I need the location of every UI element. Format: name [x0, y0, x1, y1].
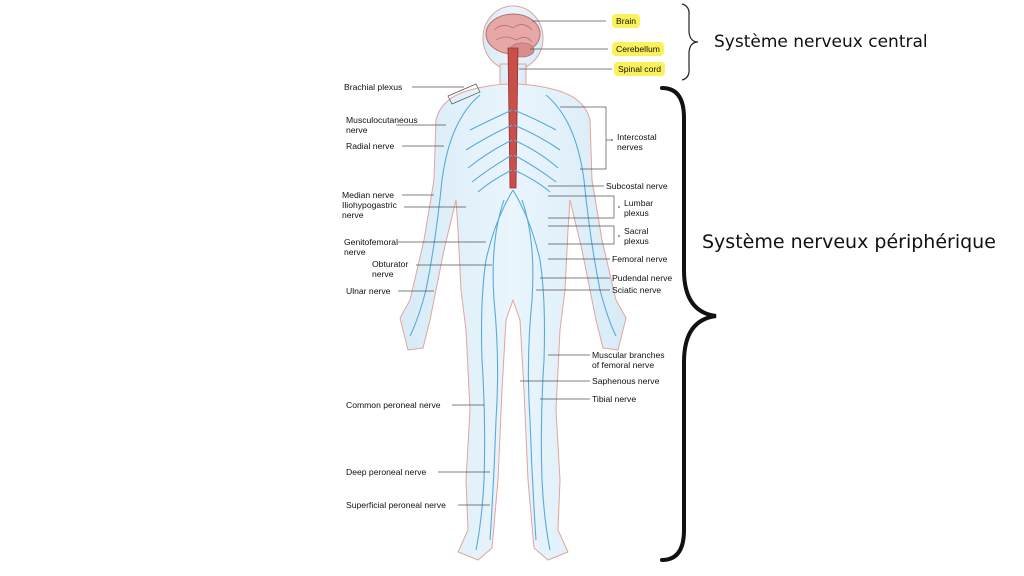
- label-superficial-peroneal: Superficial peroneal nerve: [346, 500, 446, 510]
- label-saphenous-nerve: Saphenous nerve: [592, 376, 660, 386]
- peripheral-brace: [660, 86, 717, 562]
- label-lumbar-1: Lumbar: [624, 198, 654, 208]
- label-median-nerve: Median nerve: [342, 190, 395, 200]
- label-ulnar-nerve: Ulnar nerve: [346, 286, 391, 296]
- label-deep-peroneal: Deep peroneal nerve: [346, 467, 427, 477]
- spinal-cord-shape: [507, 47, 519, 189]
- label-obturator-1: Obturator: [372, 259, 409, 269]
- label-pudendal-nerve: Pudendal nerve: [612, 273, 673, 283]
- peripheral-nerves: [409, 94, 617, 551]
- label-genitofemoral-1: Genitofemoral: [344, 237, 398, 247]
- label-muscular-branches-2: of femoral nerve: [592, 360, 655, 370]
- label-spinal-cord: Spinal cord: [614, 62, 665, 76]
- label-musculocutaneous-2: nerve: [346, 125, 368, 135]
- label-sacral-1: Sacral: [624, 226, 649, 236]
- label-common-peroneal: Common peroneal nerve: [346, 400, 441, 410]
- label-sciatic-nerve: Sciatic nerve: [612, 285, 662, 295]
- label-intercostal-1: Intercostal: [617, 132, 657, 142]
- label-tibial-nerve: Tibial nerve: [592, 394, 637, 404]
- peripheral-nervous-system-label: Système nerveux périphérique: [702, 231, 996, 253]
- label-subcostal-nerve: Subcostal nerve: [606, 181, 668, 191]
- label-muscular-branches-1: Muscular branches: [592, 350, 665, 360]
- label-brachial-plexus: Brachial plexus: [344, 82, 403, 92]
- label-brain: Brain: [612, 14, 641, 28]
- label-femoral-nerve: Femoral nerve: [612, 254, 668, 264]
- label-obturator-2: nerve: [372, 269, 394, 279]
- label-iliohypogastric-2: nerve: [342, 210, 364, 220]
- label-sacral-2: plexus: [624, 236, 649, 246]
- label-lumbar-2: plexus: [624, 208, 649, 218]
- central-nervous-system-label: Système nerveux central: [714, 32, 928, 52]
- leader-lines: [396, 20, 615, 506]
- label-musculocutaneous-1: Musculocutaneous: [346, 115, 418, 125]
- label-radial-nerve: Radial nerve: [346, 141, 395, 151]
- label-iliohypogastric-1: Iliohypogastric: [342, 200, 397, 210]
- central-brace: [681, 3, 699, 81]
- label-intercostal-2: nerves: [617, 142, 643, 152]
- label-genitofemoral-2: nerve: [344, 247, 366, 257]
- label-cerebellum: Cerebellum: [612, 42, 664, 56]
